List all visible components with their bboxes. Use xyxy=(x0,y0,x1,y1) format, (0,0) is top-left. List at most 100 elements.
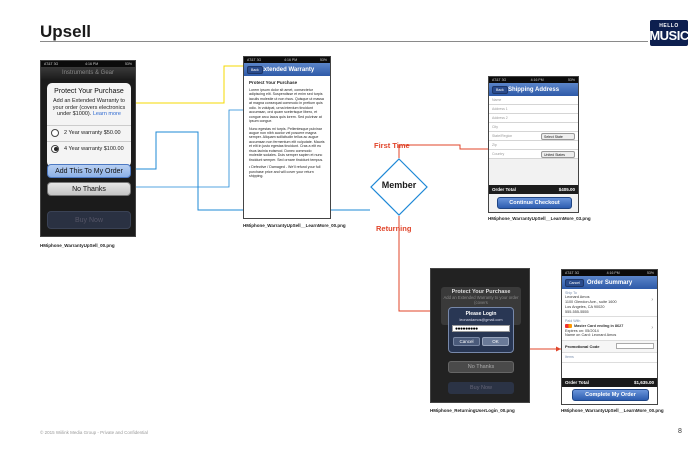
battery: 53% xyxy=(124,62,132,66)
screen-extended-warranty: AT&T 3G 4:16 PM 53% Back Extended Warran… xyxy=(243,56,331,219)
details-paragraph: Lorem ipsum dolor sit amet, consectetur … xyxy=(249,87,324,124)
state-label: State/Region xyxy=(492,134,513,138)
status-bar: AT&T 3G 4:16 PM 53% xyxy=(489,77,578,83)
zip-field[interactable]: Zip xyxy=(489,141,578,150)
screen-order-summary: AT&T 3G 4:16 PM 53% Cancel Order Summary… xyxy=(561,269,658,405)
promo-label: Promotional Code xyxy=(565,344,600,350)
decision-label: Member xyxy=(381,180,417,190)
modal-title: Protect Your Purchase xyxy=(451,289,511,295)
paid-with-label: Paid With xyxy=(565,319,581,324)
promo-code-input[interactable] xyxy=(616,343,654,350)
back-button[interactable]: Back xyxy=(492,86,508,94)
modal-body: Add an Extended Warranty to your order (… xyxy=(52,98,126,118)
modal-body-wrap: Add an Extended Warranty to your order (… xyxy=(51,98,127,118)
ship-to-section[interactable]: Ship To Leonard Amos 1100 Glendon Ave., … xyxy=(562,289,657,318)
order-total-value: $405.00 xyxy=(558,187,575,192)
card-row: Master Card ending in 8627 xyxy=(565,323,654,329)
no-thanks-button[interactable]: No Thanks xyxy=(448,361,514,373)
warranty-details: Protect Your Purchase Lorem ipsum dolor … xyxy=(244,76,330,186)
ship-address-1: 1100 Glendon Ave., suite 1600 xyxy=(565,300,617,305)
order-total-label: Order Total xyxy=(492,187,516,192)
learn-more-link[interactable]: Learn more xyxy=(92,111,121,118)
mastercard-icon xyxy=(565,323,572,328)
returning-label: Returning xyxy=(376,224,412,233)
option-label: 2 Year warranty $50.00 xyxy=(64,129,121,136)
connector-returning xyxy=(398,216,430,312)
login-dialog: Please Login leonardamos@gmail.com ●●●●●… xyxy=(448,307,514,353)
cancel-button[interactable]: Cancel xyxy=(453,337,480,346)
carrier: AT&T 3G xyxy=(247,58,262,62)
nav-title: Instruments & Gear xyxy=(61,70,115,76)
hello-music-logo: HELLO MUSIC xyxy=(649,20,689,46)
items-section[interactable]: Items xyxy=(562,353,657,363)
complete-order-button[interactable]: Complete My Order xyxy=(572,389,649,401)
page-title: Upsell xyxy=(40,22,92,41)
ship-phone: 555-555-5555 xyxy=(565,309,589,314)
paid-with-section[interactable]: Paid With Master Card ending in 8627 Exp… xyxy=(562,317,657,342)
modal-title: Protect Your Purchase xyxy=(54,88,124,95)
state-field[interactable]: State/Region Select State xyxy=(489,132,578,141)
chevron-right-icon: › xyxy=(651,297,653,303)
chevron-right-icon: › xyxy=(651,325,653,332)
ok-button[interactable]: OK xyxy=(482,337,509,346)
order-total-bar: Order Total $1,635.00 xyxy=(562,378,657,387)
buy-now-button[interactable]: Buy Now xyxy=(47,211,131,229)
caption-screen-5: HMiphone_WarrantyUpSell__LearnMore_00.pn… xyxy=(561,408,664,413)
cancel-button[interactable]: Cancel xyxy=(565,279,584,287)
status-bar: AT&T 3G 4:16 PM 53% xyxy=(41,61,135,67)
option-4-year[interactable]: 4 Year warranty $100.00 xyxy=(47,141,131,155)
caption-screen-4: HMiphone_ReturningUserLogin_00.png xyxy=(430,408,515,413)
carrier: AT&T 3G xyxy=(492,78,507,82)
first-time-label: First Time xyxy=(374,141,410,150)
status-bar: AT&T 3G 4:16 PM 53% xyxy=(244,57,330,63)
country-field[interactable]: Country United States xyxy=(489,150,578,159)
nav-bar: Back Shipping Address xyxy=(489,83,578,96)
name-on-card: Name on Card: Leonard Amos xyxy=(565,333,617,338)
nav-bar: Cancel Order Summary xyxy=(562,276,657,289)
battery: 53% xyxy=(567,78,575,82)
continue-checkout-button[interactable]: Continue Checkout xyxy=(497,197,572,209)
connector-no-thanks xyxy=(120,109,243,188)
clock: 4:16 PM xyxy=(606,271,620,275)
nav-title: Order Summary xyxy=(586,279,633,286)
name-field[interactable]: Name xyxy=(489,96,578,105)
login-buttons: Cancel OK xyxy=(453,337,509,346)
carrier: AT&T 3G xyxy=(565,271,580,275)
screen-shipping-address: AT&T 3G 4:16 PM 53% Back Shipping Addres… xyxy=(488,76,579,213)
option-label: 4 Year warranty $100.00 xyxy=(64,145,124,152)
buy-now-button[interactable]: Buy Now xyxy=(448,382,514,394)
ship-name: Leonard Amos xyxy=(565,295,590,300)
no-thanks-button[interactable]: No Thanks xyxy=(47,182,131,196)
country-select[interactable]: United States xyxy=(541,151,575,158)
country-label: Country xyxy=(492,152,505,156)
footer-text: © 2015 Wiilink Media Group - Private and… xyxy=(40,430,148,435)
back-button[interactable]: Back xyxy=(247,66,263,74)
connector-first-time xyxy=(398,144,488,158)
radio-selected-icon xyxy=(51,144,59,153)
connector-learn-more xyxy=(110,65,243,104)
option-2-year[interactable]: 2 Year warranty $50.00 xyxy=(47,125,131,139)
address2-field[interactable]: Address 2 xyxy=(489,114,578,123)
caption-screen-2: HMiphone_WarrantyUpSell__LearnMore_00.pn… xyxy=(243,223,346,228)
modal-body: Add an Extended Warranty to your order (… xyxy=(443,295,519,306)
logo-line2: MUSIC xyxy=(649,28,689,43)
order-total-value: $1,635.00 xyxy=(633,380,654,385)
add-to-order-button[interactable]: Add This To My Order xyxy=(47,164,131,178)
order-total-label: Order Total xyxy=(565,380,589,385)
state-select[interactable]: Select State xyxy=(541,133,575,140)
title-divider xyxy=(40,41,648,42)
nav-bar: Back Extended Warranty xyxy=(244,63,330,76)
details-heading: Protect Your Purchase xyxy=(249,80,298,85)
password-input[interactable]: ●●●●●●●●● xyxy=(452,325,510,332)
address1-field[interactable]: Address 1 xyxy=(489,105,578,114)
member-decision-diamond xyxy=(370,158,428,216)
login-title: Please Login xyxy=(465,311,497,317)
arrowhead-login-ok xyxy=(556,346,561,352)
city-field[interactable]: City xyxy=(489,123,578,132)
login-email: leonardamos@gmail.com xyxy=(459,318,503,322)
logo-line1: HELLO xyxy=(659,23,679,29)
nav-bar: Instruments & Gear xyxy=(41,67,135,79)
clock: 4:16 PM xyxy=(85,62,99,66)
battery: 53% xyxy=(319,58,327,62)
